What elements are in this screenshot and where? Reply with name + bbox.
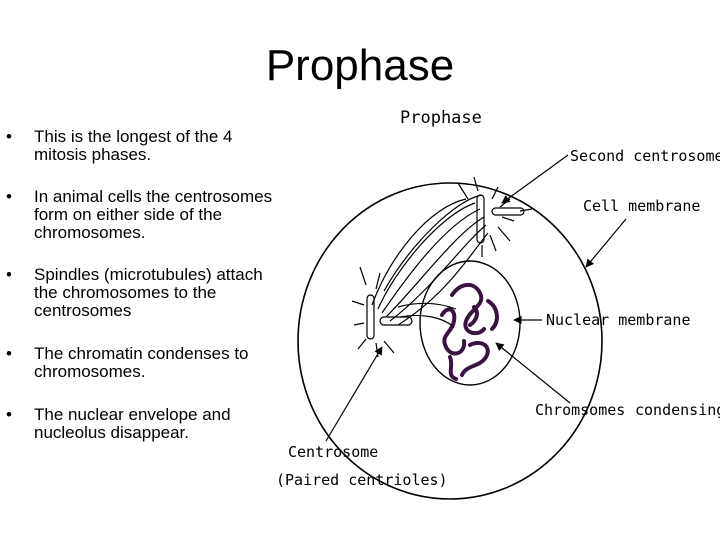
label-second-centrosome: Second centrosome: [570, 147, 720, 165]
bullet-item: • The nuclear envelope and nucleolus dis…: [0, 406, 275, 442]
bullet-text: The chromatin condenses to chromosomes.: [34, 344, 249, 381]
centrosome-arrow: [325, 346, 383, 442]
bullet-dot-icon: •: [6, 344, 12, 363]
cell-membrane-shape: [297, 182, 603, 500]
bullet-item: • This is the longest of the 4 mitosis p…: [0, 128, 275, 164]
bullet-dot-icon: •: [6, 265, 12, 284]
label-arrows: [325, 154, 627, 442]
label-paired-centrioles: (Paired centrioles): [276, 471, 448, 489]
cell-membrane-arrow: [585, 218, 627, 268]
bullet-item: • The chromatin condenses to chromosomes…: [0, 345, 275, 381]
bullet-item: • Spindles (microtubules) attach the chr…: [0, 266, 275, 320]
bullet-dot-icon: •: [6, 127, 12, 146]
label-chromosomes: Chromsomes: [535, 401, 625, 419]
label-condensing: condensing: [635, 401, 720, 419]
label-cell-membrane: Cell membrane: [583, 197, 700, 215]
bullet-text: Spindles (microtubules) attach the chrom…: [34, 265, 263, 320]
centrosome-shape: [351, 266, 413, 358]
chromosomes-shape: [440, 283, 499, 381]
label-nuclear-membrane: Nuclear membrane: [546, 311, 691, 329]
second-centrosome-arrow: [501, 154, 569, 204]
bullet-dot-icon: •: [6, 405, 12, 424]
chromosomes-arrow: [495, 342, 571, 404]
bullet-list: • This is the longest of the 4 mitosis p…: [0, 118, 275, 442]
slide-title: Prophase: [265, 41, 455, 90]
label-centrosome: Centrosome: [288, 443, 378, 461]
bullet-text: The nuclear envelope and nucleolus disap…: [34, 405, 231, 442]
bullet-text: This is the longest of the 4 mitosis pha…: [34, 127, 233, 164]
diagram-title: Prophase: [400, 108, 482, 128]
spindle-fibers-shape: [371, 194, 489, 328]
bullet-text: In animal cells the centrosomes form on …: [34, 187, 273, 242]
bullet-item: • In animal cells the centrosomes form o…: [0, 188, 275, 242]
prophase-cell-diagram: Prophase: [276, 108, 720, 500]
bullet-dot-icon: •: [6, 187, 12, 206]
